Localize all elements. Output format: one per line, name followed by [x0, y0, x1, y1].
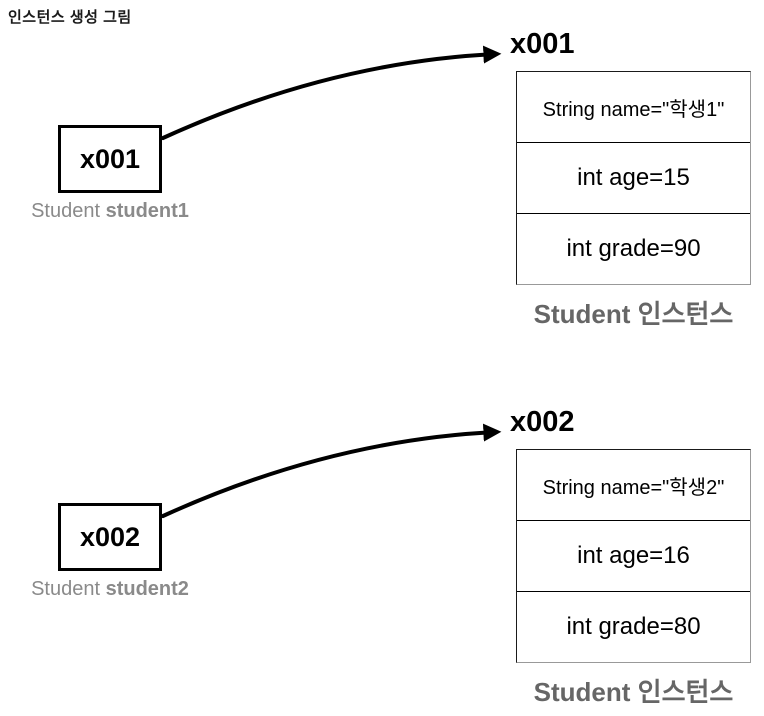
field-row-age: int age=16	[517, 520, 750, 591]
instance-field-table: String name="학생1" int age=15 int grade=9…	[516, 71, 751, 285]
variable-name-label: student1	[105, 200, 189, 222]
variable-type-label: Student	[31, 578, 101, 600]
field-row-grade: int grade=90	[517, 213, 750, 284]
reference-variable-box: x001	[58, 125, 162, 193]
page-title: 인스턴스 생성 그림	[8, 9, 132, 26]
instance-caption: Student 인스턴스	[533, 299, 734, 329]
field-row-name: String name="학생1"	[542, 98, 725, 121]
instance-address-label: x002	[510, 406, 575, 438]
field-row-grade: int grade=80	[517, 591, 750, 662]
variable-declaration-label: Student student1	[10, 200, 210, 223]
field-row-name: String name="학생2"	[542, 476, 725, 499]
variable-name-label: student2	[105, 578, 189, 600]
reference-variable-box: x002	[58, 503, 162, 571]
variable-declaration-label: Student student2	[10, 578, 210, 601]
field-row-age: int age=15	[517, 142, 750, 213]
instance-field-table: String name="학생2" int age=16 int grade=8…	[516, 449, 751, 663]
reference-value-label: x002	[79, 521, 141, 552]
reference-value-label: x001	[79, 143, 141, 174]
student2-section: x002 Student student2 x002 String name="…	[0, 378, 764, 716]
variable-type-label: Student	[31, 200, 101, 222]
student1-section: x001 Student student1 x001 String name="…	[0, 0, 764, 340]
instance-caption: Student 인스턴스	[533, 677, 734, 707]
instance-address-label: x001	[510, 28, 575, 60]
